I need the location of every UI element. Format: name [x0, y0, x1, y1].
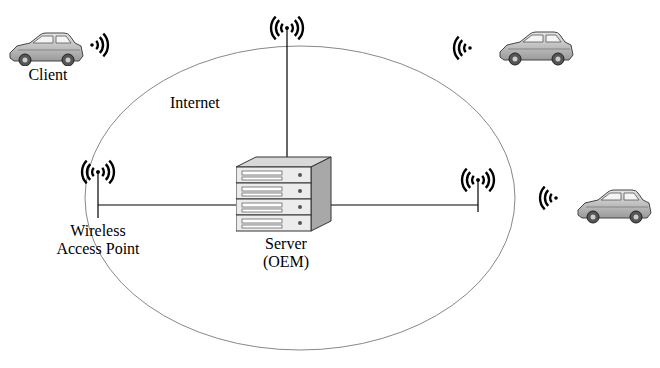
- radio-waves: [540, 187, 558, 210]
- wireless-access-point: Wireless Access Point: [50, 150, 146, 258]
- car-icon: [500, 32, 573, 65]
- car-icon: [578, 190, 651, 223]
- wireless-access-point-icon: [50, 150, 146, 222]
- server: Server (OEM): [236, 155, 336, 271]
- node-label: Wireless Access Point: [50, 222, 146, 258]
- radio-waves: [454, 37, 472, 60]
- server-icon: [236, 155, 336, 235]
- access-point-top: [271, 17, 303, 160]
- network-label: Internet: [170, 94, 220, 112]
- network-link: [146, 204, 236, 205]
- radio-waves: [90, 34, 108, 57]
- client-car: Client: [8, 30, 88, 84]
- internet-cloud: [85, 46, 515, 350]
- node-label: Server (OEM): [250, 235, 322, 271]
- client-car-icon: [8, 30, 88, 66]
- node-label: Client: [8, 66, 88, 84]
- access-point-right: [331, 169, 494, 212]
